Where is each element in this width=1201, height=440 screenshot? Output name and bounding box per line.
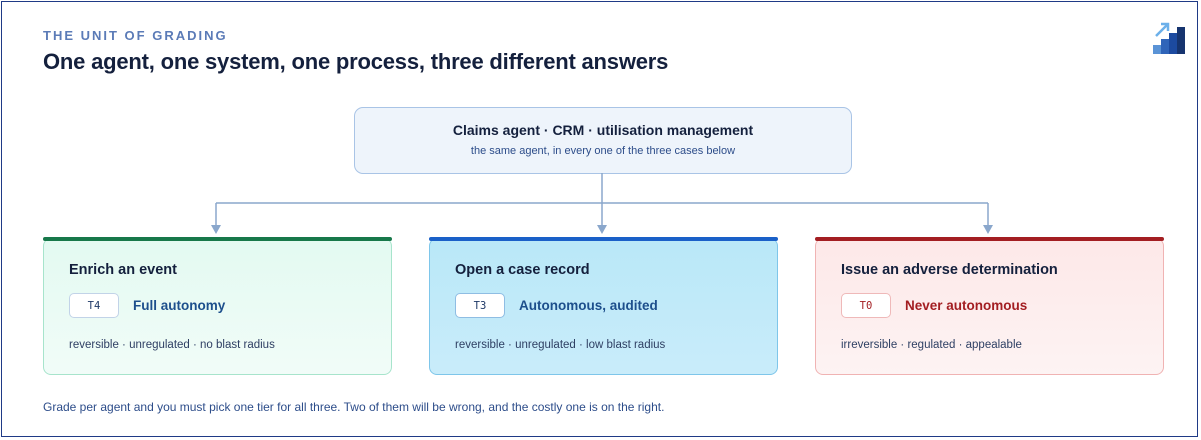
page-title: One agent, one system, one process, thre… <box>43 49 669 74</box>
arrow-left <box>211 225 221 234</box>
rising-bars-arrow-icon <box>1153 22 1185 54</box>
arrow-middle <box>597 225 607 234</box>
arrow-right <box>983 225 993 234</box>
card-accent-bar <box>429 237 778 241</box>
card-title: Issue an adverse determination <box>841 262 1058 278</box>
tier-badge: T4 <box>69 293 119 318</box>
card-accent-bar <box>815 237 1164 241</box>
tier-badge: T0 <box>841 293 891 318</box>
footer-note: Grade per agent and you must pick one ti… <box>43 400 665 414</box>
card-open-case-record: Open a case record T3 Autonomous, audite… <box>429 237 778 375</box>
root-node-subtitle: the same agent, in every one of the thre… <box>470 145 736 157</box>
tier-label: Full autonomy <box>133 298 226 313</box>
card-attributes: irreversible · regulated · appealable <box>841 339 1022 351</box>
tier-label: Autonomous, audited <box>519 298 658 313</box>
tier-badge: T3 <box>455 293 505 318</box>
card-title: Enrich an event <box>69 262 177 278</box>
card-accent-bar <box>43 237 392 241</box>
tier-label: Never autonomous <box>905 298 1028 313</box>
card-attributes: reversible · unregulated · no blast radi… <box>69 339 275 351</box>
eyebrow-label: THE UNIT OF GRADING <box>43 28 228 43</box>
card-adverse-determination: Issue an adverse determination T0 Never … <box>815 237 1164 375</box>
root-node: Claims agent · CRM · utilisation managem… <box>354 107 852 174</box>
card-attributes: reversible · unregulated · low blast rad… <box>455 339 666 351</box>
card-title: Open a case record <box>455 262 590 278</box>
card-enrich-event: Enrich an event T4 Full autonomy reversi… <box>43 237 392 375</box>
root-node-title: Claims agent · CRM · utilisation managem… <box>452 122 754 138</box>
